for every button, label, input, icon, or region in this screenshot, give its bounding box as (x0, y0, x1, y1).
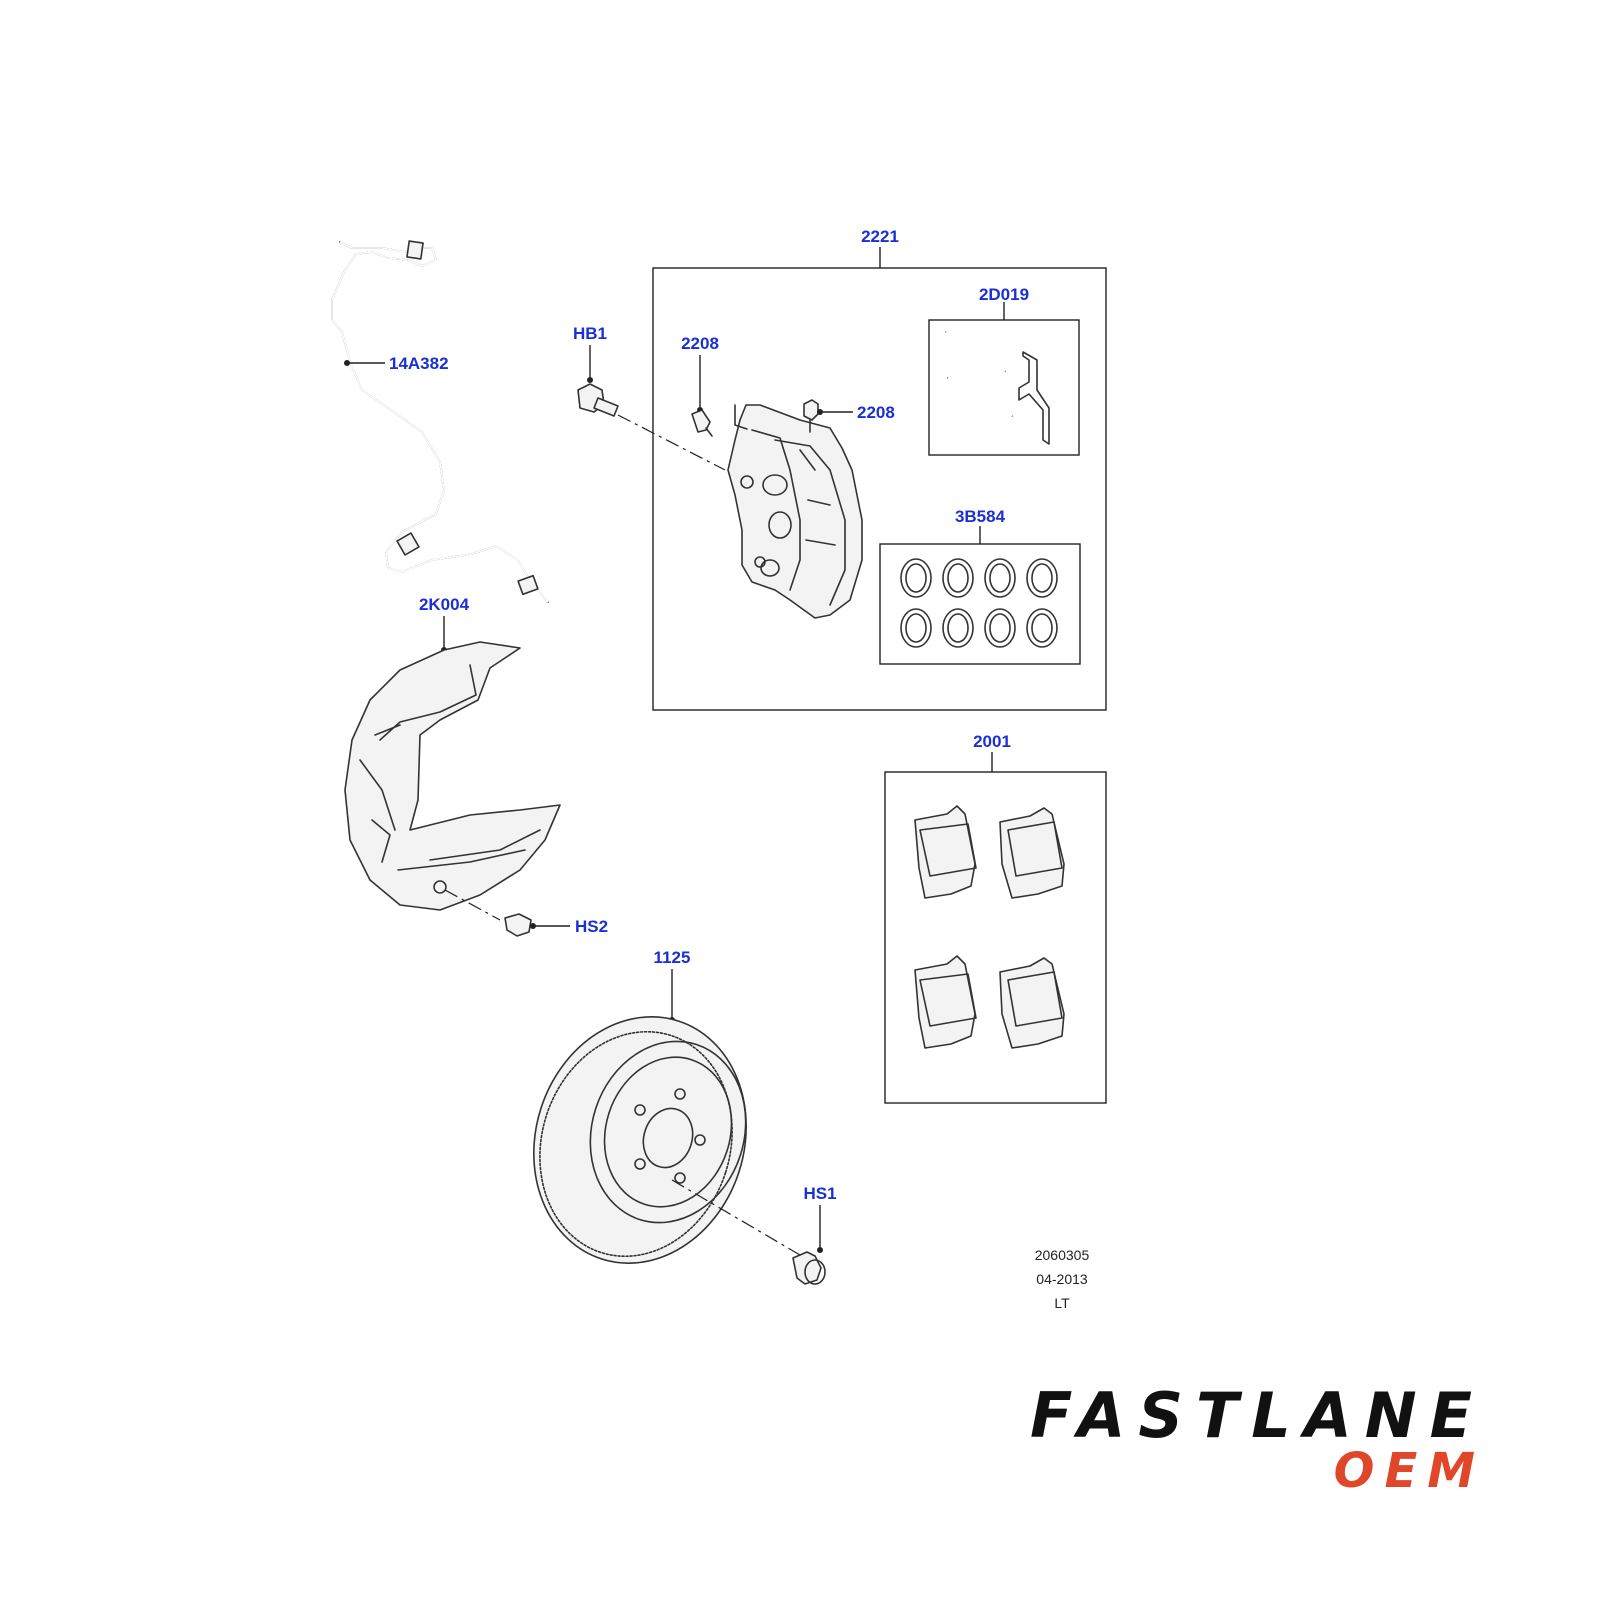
brake-pad-icon (914, 805, 1065, 1049)
caliper-kit-group: 2221 (652, 227, 1107, 711)
brake-wear-sensor-icon (331, 241, 549, 603)
callout-1125[interactable]: 1125 (654, 948, 691, 967)
bleed-screw-right-group: 2208 (803, 399, 895, 433)
drawing-number: 2060305 (1035, 1247, 1090, 1263)
fastlane-oem-logo: FASTLANE OEM (930, 1385, 1530, 1515)
drawing-date: 04-2013 (1036, 1271, 1088, 1287)
callout-2D019[interactable]: 2D019 (979, 285, 1029, 304)
callout-3B584[interactable]: 3B584 (955, 507, 1006, 526)
callout-2001[interactable]: 2001 (973, 732, 1011, 751)
splash-shield-group: 2K004 HS2 (344, 595, 608, 937)
pin-kit-group: 2D019 (928, 285, 1080, 456)
brake-caliper-icon (727, 404, 863, 619)
bleed-screw-icon (803, 399, 819, 421)
anti-rattle-spring-icon (1018, 351, 1050, 445)
drawing-code: LT (1054, 1295, 1070, 1311)
wear-sensor-group: 14A382 (331, 240, 549, 603)
brake-disc-icon (533, 1016, 747, 1264)
callout-HS1[interactable]: HS1 (803, 1184, 836, 1203)
bolt-hb1-group: HB1 (573, 324, 726, 471)
brake-pad-kit-box (884, 771, 1107, 1104)
callout-2208-left[interactable]: 2208 (681, 334, 719, 353)
pin-kit-box (928, 319, 1080, 456)
disc-screw-group: HS1 (792, 1184, 837, 1285)
logo-sub-text: OEM (1333, 1443, 1485, 1499)
brake-pad-kit-group: 2001 (884, 732, 1107, 1104)
callout-2208-right[interactable]: 2208 (857, 403, 895, 422)
bleed-screw-icon (691, 409, 711, 433)
logo-brand-text: FASTLANE (1029, 1379, 1485, 1452)
guide-pin-icon (945, 330, 1013, 418)
seal-kit-group: 3B584 (879, 507, 1081, 665)
drawing-info: 2060305 04-2013 LT (1035, 1247, 1090, 1311)
callout-14A382[interactable]: 14A382 (389, 354, 449, 373)
callout-HS2[interactable]: HS2 (575, 917, 608, 936)
brake-disc-group: 1125 (533, 948, 801, 1264)
callout-2221[interactable]: 2221 (861, 227, 899, 246)
shield-bolt-icon (504, 913, 532, 937)
bleed-screw-left-group: 2208 (681, 334, 719, 437)
splash-shield-icon (344, 641, 561, 911)
callout-HB1[interactable]: HB1 (573, 324, 607, 343)
piston-seal-icon (900, 558, 1058, 648)
callout-2K004[interactable]: 2K004 (419, 595, 470, 614)
